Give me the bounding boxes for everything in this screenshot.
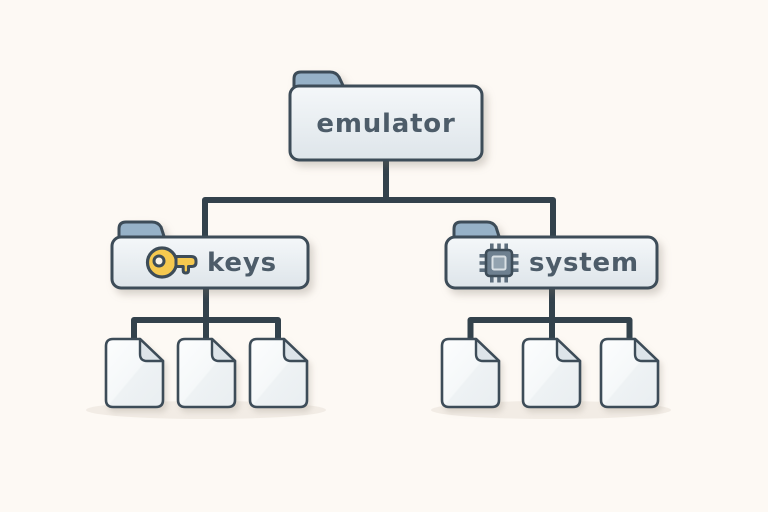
folder-node-system: system — [444, 220, 659, 290]
file-icon — [440, 337, 501, 409]
key-icon — [145, 246, 198, 279]
page-fold — [633, 337, 660, 363]
page-fold — [555, 337, 582, 363]
page-fold — [210, 337, 237, 363]
file-icon — [176, 337, 237, 409]
folder-body — [288, 84, 484, 162]
page-fold — [474, 337, 501, 363]
page-fold — [282, 337, 309, 363]
folder-node-keys: keys — [110, 220, 310, 290]
chip-icon — [479, 243, 519, 283]
folder-label: emulator — [316, 109, 455, 139]
folder-label: system — [529, 248, 639, 278]
tree-connector — [131, 156, 633, 343]
key-hole — [152, 254, 166, 268]
folder-node-emulator: emulator — [288, 70, 484, 162]
file-icon — [599, 337, 660, 409]
file-icon — [104, 337, 165, 409]
files-group-system — [440, 337, 660, 409]
file-icon — [248, 337, 309, 409]
file-icon — [521, 337, 582, 409]
chip-core — [491, 255, 507, 271]
files-group-keys — [104, 337, 309, 409]
folder-label: keys — [207, 248, 277, 278]
page-fold — [138, 337, 165, 363]
